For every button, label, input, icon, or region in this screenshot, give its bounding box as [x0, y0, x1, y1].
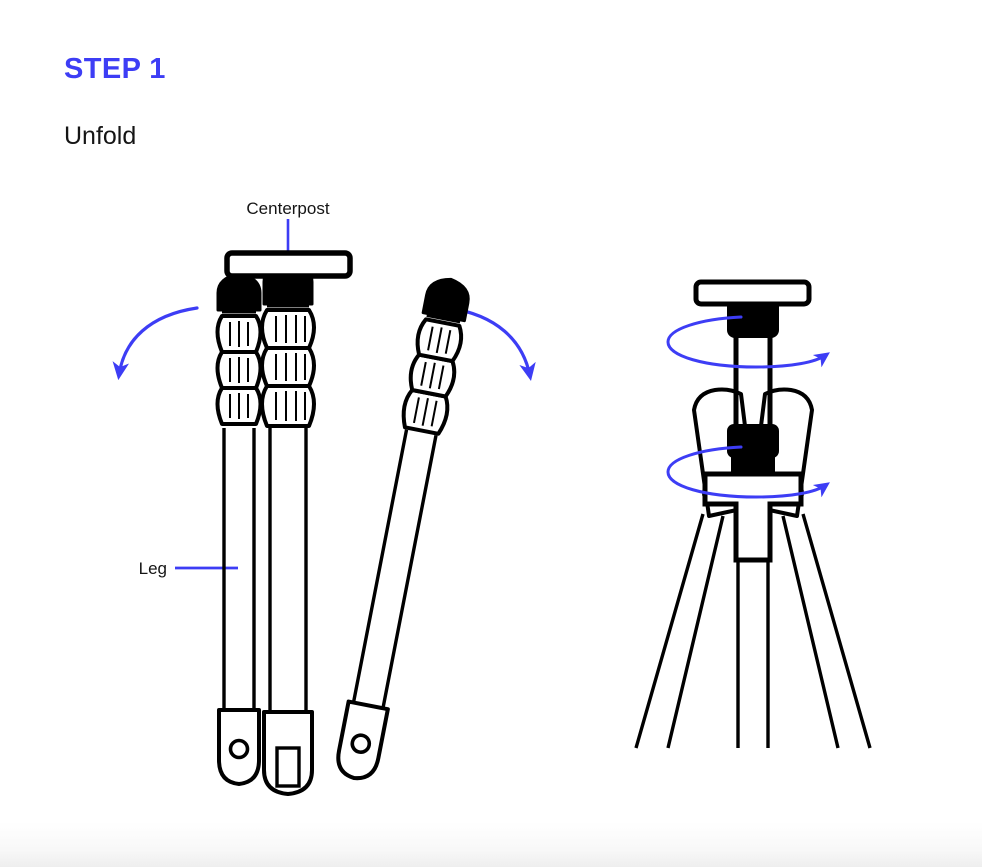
- illustration-svg: Centerpost Leg: [112, 199, 872, 796]
- step-label: STEP 1: [64, 53, 166, 85]
- leg-label: Leg: [139, 559, 167, 578]
- unfolded-top-plate: [693, 279, 812, 307]
- hub-body: [702, 471, 804, 563]
- leg-middle-grip-1: [260, 308, 316, 350]
- centerpost-callout: Centerpost: [246, 199, 330, 253]
- leg-middle-grip-1-ribs: [275, 315, 306, 343]
- leg-right-shaft: [349, 429, 438, 721]
- instruction-illustration: Centerpost Leg: [0, 170, 982, 810]
- leg-left-grip-2-ribs: [229, 357, 249, 383]
- leg-right-collar-line: [426, 313, 461, 324]
- leg-left-knob: [216, 272, 262, 312]
- leg-left-foot-hole: [228, 738, 250, 760]
- leg-right-knob: [421, 277, 470, 323]
- centerpost-label: Centerpost: [246, 199, 329, 218]
- leg-callout: Leg: [139, 559, 238, 578]
- folded-tripod-diagram: Centerpost Leg: [112, 199, 536, 796]
- lower-collar-knob: [727, 424, 779, 458]
- bottom-scroll-shadow: [0, 822, 982, 867]
- unfold-left-arrow: [112, 306, 199, 381]
- leg-left-grip-3-ribs: [229, 393, 249, 419]
- heading-block: STEP 1 Unfold: [64, 53, 166, 150]
- page-title: Unfold: [64, 121, 137, 150]
- leg-right-grip-1-ribs: [427, 326, 452, 354]
- leg-middle-grip-2-ribs: [275, 353, 306, 381]
- leg-left-grip-1-ribs: [229, 321, 249, 347]
- unfolded-centerpost-shaft: [733, 336, 773, 428]
- unfolded-leg-left-lower: [634, 513, 725, 749]
- leg-right-grip-2-ribs: [420, 361, 445, 390]
- leg-middle-grip-2: [260, 346, 316, 388]
- leg-middle-foot-notch: [275, 746, 301, 788]
- folded-leg-right: [336, 277, 470, 781]
- leg-middle-shaft: [268, 428, 308, 722]
- rotate-upper-collar-arrow: [666, 315, 830, 369]
- unfolded-tripod-diagram: [634, 279, 872, 749]
- folded-leg-middle: [260, 253, 316, 796]
- leg-middle-grip-3: [260, 384, 316, 428]
- folded-leg-left: [215, 272, 263, 786]
- tripod-hub: [702, 471, 804, 563]
- leg-middle-grip-3-ribs: [275, 391, 306, 421]
- top-plate: [224, 250, 353, 279]
- leg-left-shaft: [222, 428, 256, 722]
- rotate-lower-collar-arrow: [666, 445, 830, 499]
- leg-right-foot-hole: [350, 733, 372, 754]
- leg-right-grip-3-ribs: [412, 397, 438, 427]
- unfolded-leg-right-lower: [781, 513, 872, 749]
